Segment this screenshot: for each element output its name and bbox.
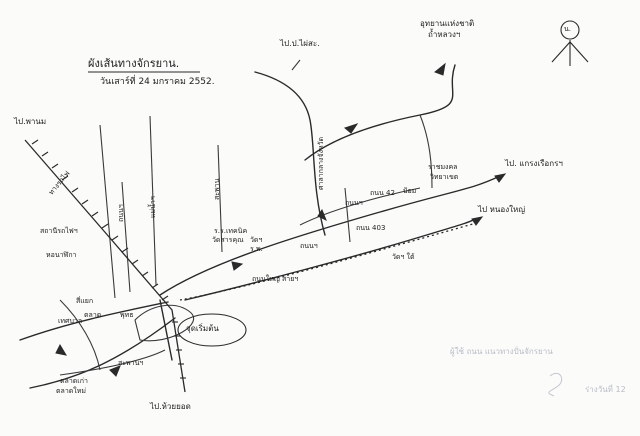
- dest-phrasa: ไป.ป.ไผ่สะ.: [280, 39, 320, 48]
- road-east-main: [159, 175, 501, 296]
- dest-kaeng: ไป. แกรงเรือกรฯ: [505, 159, 563, 168]
- label-road-north: ศาลากลางจังหวัด: [317, 136, 325, 190]
- road-loop: [134, 304, 194, 342]
- road-north: [254, 71, 326, 236]
- label-road-b: ถนนฯ: [300, 242, 318, 250]
- road-northeast: [304, 64, 456, 161]
- label-temple: วัดฯ: [250, 236, 263, 244]
- road-north-2: [291, 59, 301, 71]
- label-market: ตลาด: [84, 311, 102, 319]
- label-road-v2: แม่น้ำฯ: [149, 196, 157, 218]
- road-v4: [99, 124, 116, 299]
- road-northeast-branch: [419, 114, 433, 189]
- road-lower: [59, 349, 166, 376]
- label-rajamangala: ราชมงคล: [428, 163, 458, 171]
- road-southeast: [184, 218, 476, 301]
- dest-national-park-2: ถ้ำหลวงฯ: [428, 30, 461, 39]
- road-v1: [217, 144, 223, 253]
- dest-national-park: อุทยานแห่งชาติ: [420, 19, 475, 28]
- dest-phanom: ไป.พานม: [14, 117, 47, 126]
- road-west-2: [59, 299, 101, 371]
- compass-letter: น.: [564, 25, 572, 33]
- label-city-hall: เทศบาล: [58, 317, 83, 325]
- direction-arrows: [55, 62, 507, 377]
- railway: [24, 139, 186, 393]
- label-road-v1: สะพาน: [213, 178, 221, 200]
- label-clock: หอนาฬิกา: [46, 251, 77, 259]
- road-southwest: [29, 317, 176, 389]
- road-east-upper: [299, 187, 421, 226]
- label-new-market: ตลาดใหม่: [56, 387, 86, 395]
- label-road-v3: ถนนฯ: [117, 204, 125, 222]
- map-title: ผังเส้นทางจักรยาน.: [88, 57, 180, 70]
- road-v5: [344, 187, 351, 243]
- label-rajamangala-2: วิทยาเขต: [430, 173, 459, 181]
- road-west: [19, 301, 169, 341]
- label-saphan: สะพานฯ: [118, 359, 144, 367]
- road-v3: [121, 181, 131, 293]
- label-corner: สี่แยก: [76, 297, 94, 305]
- label-temple-south: วัดฯ ใต้: [392, 253, 415, 261]
- map-date: วันเสาร์ที่ 24 มกราคม 2552.: [100, 77, 215, 87]
- road-south: [159, 299, 173, 361]
- label-road-42: ถนน 42: [370, 189, 395, 197]
- label-checkpoint: ป้อม: [403, 187, 417, 195]
- railway-ties: [31, 139, 186, 379]
- railway-east: [179, 221, 481, 301]
- start-point-bubble: [177, 313, 247, 347]
- label-main-road: ถนนใหญ่ สายฯ: [252, 275, 299, 283]
- road-v2: [149, 115, 157, 286]
- label-old-market: ตลาดเก่า: [60, 377, 88, 385]
- label-school: ร.ร.เทคนิค: [214, 227, 248, 235]
- faint-signature: [548, 372, 563, 397]
- label-phuttha: พุทธ: [120, 311, 134, 319]
- label-school-2: วัดสารคุณ: [212, 236, 244, 244]
- faint-note-1: ผู้ใช้ ถนน แนวทางปั่นจักรยาน: [450, 347, 553, 356]
- label-station: สถานีรถไฟฯ: [40, 227, 78, 235]
- label-road-403: ถนน 403: [356, 224, 386, 232]
- dest-huay-yot: ไป.ห้วยยอด: [150, 402, 191, 411]
- label-hospital: ร.พ.: [250, 245, 263, 253]
- compass-rose: [551, 20, 589, 66]
- faint-note-2: ร่างวันที่ 12: [585, 385, 626, 394]
- label-start-point: จุดเริ่มต้น: [186, 324, 219, 333]
- label-provincial: ถนนฯ: [345, 199, 363, 207]
- dest-nong-yai: ไป หนองใหญ่: [478, 205, 526, 214]
